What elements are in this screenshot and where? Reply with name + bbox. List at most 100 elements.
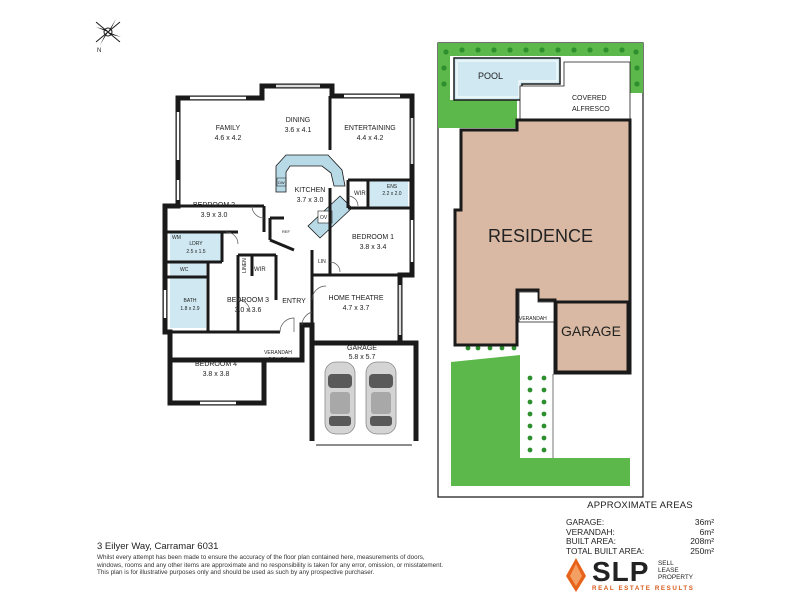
kitchen-bench	[275, 154, 346, 193]
hedge-verge	[527, 375, 547, 453]
disclaimer-line: Whilst every attempt has been made to en…	[97, 554, 425, 561]
property-address: 3 Eilyer Way, Carramar 6031	[97, 541, 219, 552]
site-garage	[554, 300, 630, 374]
room-dining-name: DINING	[286, 117, 311, 124]
agency-logo: SLP SELL LEASE PROPERTY REAL ESTATE RESU…	[566, 556, 726, 596]
area-row: GARAGE: 36m²	[566, 517, 714, 528]
room-kitchen-name: KITCHEN	[295, 187, 326, 194]
logo-wordmark: SLP	[592, 556, 650, 587]
room-bedroom1-dim: 3.8 x 3.4	[360, 244, 387, 251]
room-home-theatre-name: HOME THEATRE	[329, 295, 384, 302]
lawn-front	[451, 355, 630, 486]
site-verandah-label: VERANDAH	[519, 316, 547, 322]
site-plan: POOL COVERED ALFRESCO RESIDENCE GARAGE V…	[437, 42, 644, 498]
room-family-name: FAMILY	[216, 125, 241, 132]
site-verandah	[518, 291, 555, 323]
area-label: GARAGE:	[566, 517, 605, 527]
bath-floor	[170, 278, 206, 328]
area-label: TOTAL BUILT AREA:	[566, 545, 645, 556]
room-garage-dim: 5.8 x 5.7	[349, 354, 376, 361]
room-ens-dim: 2.2 x 2.0	[382, 191, 401, 197]
approximate-areas: APPROXIMATE AREAS GARAGE: 36m² VERANDAH:…	[566, 500, 714, 556]
site-pool-label: POOL	[478, 71, 503, 81]
label-wm: WM	[172, 235, 181, 241]
site-covered-label: COVERED	[572, 95, 607, 102]
area-value: 36m²	[694, 517, 714, 527]
address-block: 3 Eilyer Way, Carramar 6031 Whilst every…	[97, 541, 517, 577]
car-right-icon	[365, 361, 397, 435]
label-wir-bed1: WIR	[354, 191, 366, 197]
dishwasher	[276, 177, 287, 187]
interior-walls	[165, 96, 412, 343]
disclaimer-line: This plan is for illustrative purposes o…	[97, 569, 375, 577]
room-bath-name: BATH	[184, 298, 197, 304]
logo-tag-line: SELL	[658, 560, 674, 567]
disclaimer: Whilst every attempt has been made to en…	[97, 554, 517, 577]
area-row: BUILT AREA: 208m²	[566, 537, 714, 547]
area-value: 6m²	[699, 526, 714, 537]
pool-inner-edge	[456, 60, 558, 98]
label-ref: REF	[282, 229, 291, 234]
hedge-top	[441, 47, 640, 87]
label-linen: LINEN	[242, 258, 248, 273]
room-bedroom2-dim: 3.9 x 3.0	[201, 212, 228, 219]
logo-slogan: REAL ESTATE RESULTS	[592, 585, 695, 592]
compass-north-label: N	[97, 48, 101, 54]
room-bedroom4-dim: 3.8 x 3.8	[203, 371, 230, 378]
compass: N	[95, 19, 121, 54]
wc-floor	[170, 262, 206, 276]
slp-logo-icon	[566, 558, 586, 592]
logo-tag-line: LEASE	[658, 567, 679, 575]
room-bedroom3-dim: 3.0 x 3.6	[235, 307, 262, 314]
logo-tag-line: PROPERTY	[658, 574, 694, 582]
windows	[163, 84, 414, 405]
floor-plan: FAMILY 4.6 x 4.2 DINING 3.6 x 4.1 ENTERT…	[162, 83, 419, 446]
area-value: 250m²	[690, 545, 714, 556]
room-verandah-name: VERANDAH	[264, 350, 292, 356]
area-label: BUILT AREA:	[566, 536, 616, 547]
area-row: TOTAL BUILT AREA: 250m²	[566, 545, 714, 557]
room-home-theatre-dim: 4.7 x 3.7	[343, 305, 370, 312]
room-verandah-dim: 3.2 x 2.3	[268, 357, 287, 363]
room-entertaining-dim: 4.4 x 4.2	[357, 135, 384, 142]
hedge-side	[465, 345, 517, 351]
room-dining-dim: 3.6 x 4.1	[285, 127, 312, 134]
label-dw: DW	[278, 180, 285, 185]
logo-tagline: SELL LEASE PROPERTY	[658, 560, 693, 582]
site-residence-label: RESIDENCE	[488, 226, 593, 246]
area-label: VERANDAH:	[566, 526, 615, 537]
label-wc: WC	[180, 267, 189, 273]
disclaimer-line: windows, rooms and any other items are a…	[97, 561, 444, 569]
site-alfresco-label: ALFRESCO	[572, 106, 610, 113]
room-entertaining-name: ENTERTAINING	[344, 125, 395, 132]
area-value: 208m²	[690, 536, 714, 547]
garage-cars	[324, 361, 397, 435]
label-lin: LIN	[318, 259, 326, 265]
room-bedroom3-name: BEDROOM 3	[227, 297, 269, 304]
window-frames	[276, 84, 414, 335]
room-bath-dim: 1.8 x 2.9	[180, 306, 199, 312]
room-ldry-dim: 2.5 x 1.5	[186, 249, 205, 255]
area-row: VERANDAH: 6m²	[566, 526, 714, 538]
pool	[453, 57, 561, 101]
label-wir-bed3: WIR	[254, 267, 266, 273]
compass-rose-icon	[95, 19, 121, 45]
room-family-dim: 4.6 x 4.2	[215, 135, 242, 142]
room-entry-name: ENTRY	[282, 298, 306, 305]
room-garage-name: GARAGE	[347, 345, 377, 352]
lawn-top	[438, 43, 643, 128]
label-ov: OV	[320, 215, 328, 221]
room-kitchen-dim: 3.7 x 3.0	[297, 197, 324, 204]
car-left-icon	[324, 361, 356, 435]
site-garage-label: GARAGE	[561, 323, 621, 339]
ensuite-floor	[370, 180, 408, 208]
garage-walls	[309, 340, 419, 441]
lawn-verge	[522, 372, 552, 458]
doors	[225, 195, 359, 333]
room-ldry-name: LDRY	[189, 241, 203, 247]
room-ens-name: ENS	[387, 184, 398, 190]
laundry-floor	[170, 233, 222, 261]
room-bedroom1-name: BEDROOM 1	[352, 234, 394, 241]
areas-title: APPROXIMATE AREAS	[587, 500, 693, 511]
